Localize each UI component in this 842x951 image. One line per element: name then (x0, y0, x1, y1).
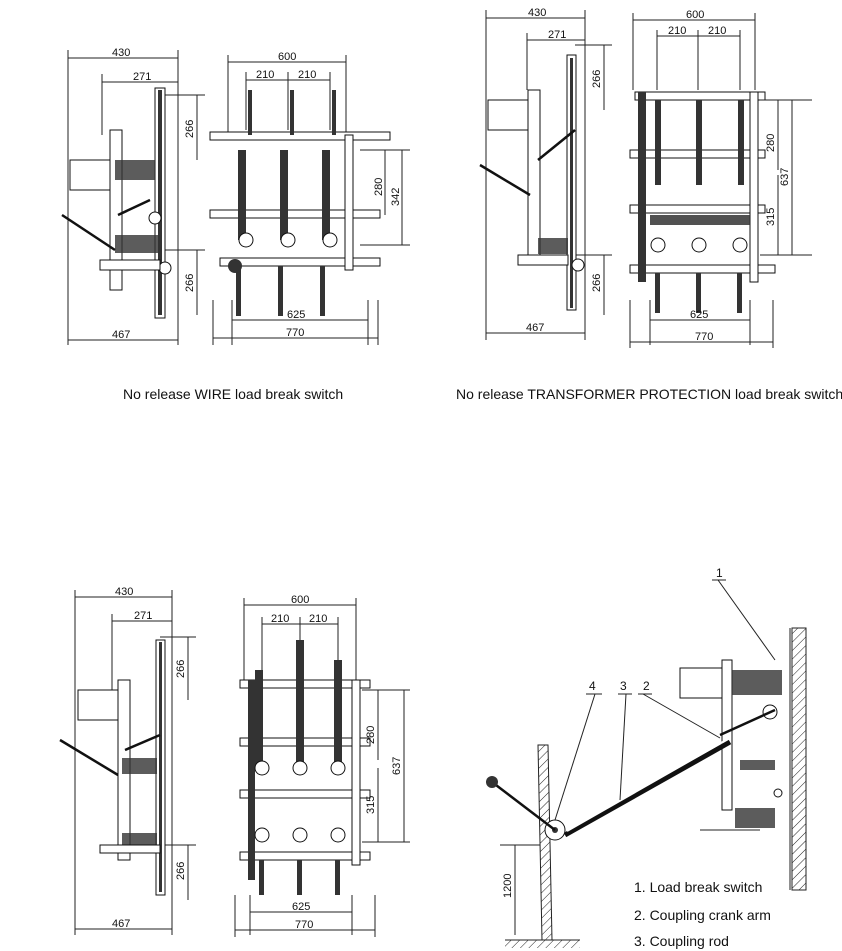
dim-315-tr: 315 (765, 208, 777, 226)
dim-210-tr-a: 210 (668, 25, 686, 37)
legend-item-3: 3. Coupling rod (634, 933, 729, 949)
dim-280-bl: 280 (365, 726, 377, 744)
dim-266-tr-bottom: 266 (591, 274, 603, 292)
dim-625-bl: 625 (292, 901, 310, 913)
dim-271-tr: 271 (548, 29, 566, 41)
callout-4: 4 (589, 679, 596, 693)
dim-467-tr: 467 (526, 322, 544, 334)
wire-front-view: 600 210 210 280 342 625 (209, 51, 410, 345)
callout-3: 3 (620, 679, 627, 693)
dim-210-bl-a: 210 (271, 613, 289, 625)
dim-770-bl: 770 (295, 919, 313, 931)
bottom-front-view: 600 210 210 280 637 315 (234, 594, 410, 937)
dim-467: 467 (112, 329, 130, 341)
dim-625-tr: 625 (690, 309, 708, 321)
dim-271: 271 (133, 71, 151, 83)
dim-266-top: 266 (184, 120, 196, 138)
dim-266-bl-top: 266 (175, 660, 187, 678)
legend-item-1: 1. Load break switch (634, 879, 762, 895)
dim-770-tr: 770 (695, 331, 713, 343)
dim-467-bl: 467 (112, 918, 130, 930)
dim-315-bl: 315 (365, 796, 377, 814)
dim-210-a: 210 (256, 69, 274, 81)
dim-266-tr-top: 266 (591, 70, 603, 88)
dim-342: 342 (390, 188, 402, 206)
dim-637-tr: 637 (779, 168, 791, 186)
caption-transformer: No release TRANSFORMER PROTECTION load b… (456, 386, 842, 402)
wire-side-view: 430 271 266 266 467 (61, 47, 205, 345)
legend-item-2: 2. Coupling crank arm (634, 907, 771, 923)
dim-637-bl: 637 (391, 757, 403, 775)
dim-430-tr: 430 (528, 7, 546, 19)
dim-271-bl: 271 (134, 610, 152, 622)
bottom-side-view: 430 271 266 266 467 (59, 586, 196, 935)
dim-210-b: 210 (298, 69, 316, 81)
dim-625: 625 (287, 309, 305, 321)
dim-210-tr-b: 210 (708, 25, 726, 37)
dim-430-bl: 430 (115, 586, 133, 598)
dim-1200: 1200 (502, 874, 514, 898)
dim-210-bl-b: 210 (309, 613, 327, 625)
dim-770: 770 (286, 327, 304, 339)
dim-266-bottom: 266 (184, 274, 196, 292)
dim-280-tr: 280 (765, 134, 777, 152)
transformer-front-view: 600 210 210 280 637 315 625 (629, 9, 812, 348)
dim-430: 430 (112, 47, 130, 59)
dim-266-bl-bottom: 266 (175, 862, 187, 880)
transformer-side-view: 430 271 266 266 467 (479, 7, 612, 340)
dim-280: 280 (373, 178, 385, 196)
caption-wire: No release WIRE load break switch (123, 386, 344, 402)
dim-600-bl: 600 (291, 594, 309, 606)
callout-1: 1 (716, 566, 723, 580)
dim-600-tr: 600 (686, 9, 704, 21)
dim-600: 600 (278, 51, 296, 63)
installation-diagram: 1200 1 2 3 4 1. Load break switch 2. Cou… (486, 566, 807, 949)
callout-2: 2 (643, 679, 650, 693)
